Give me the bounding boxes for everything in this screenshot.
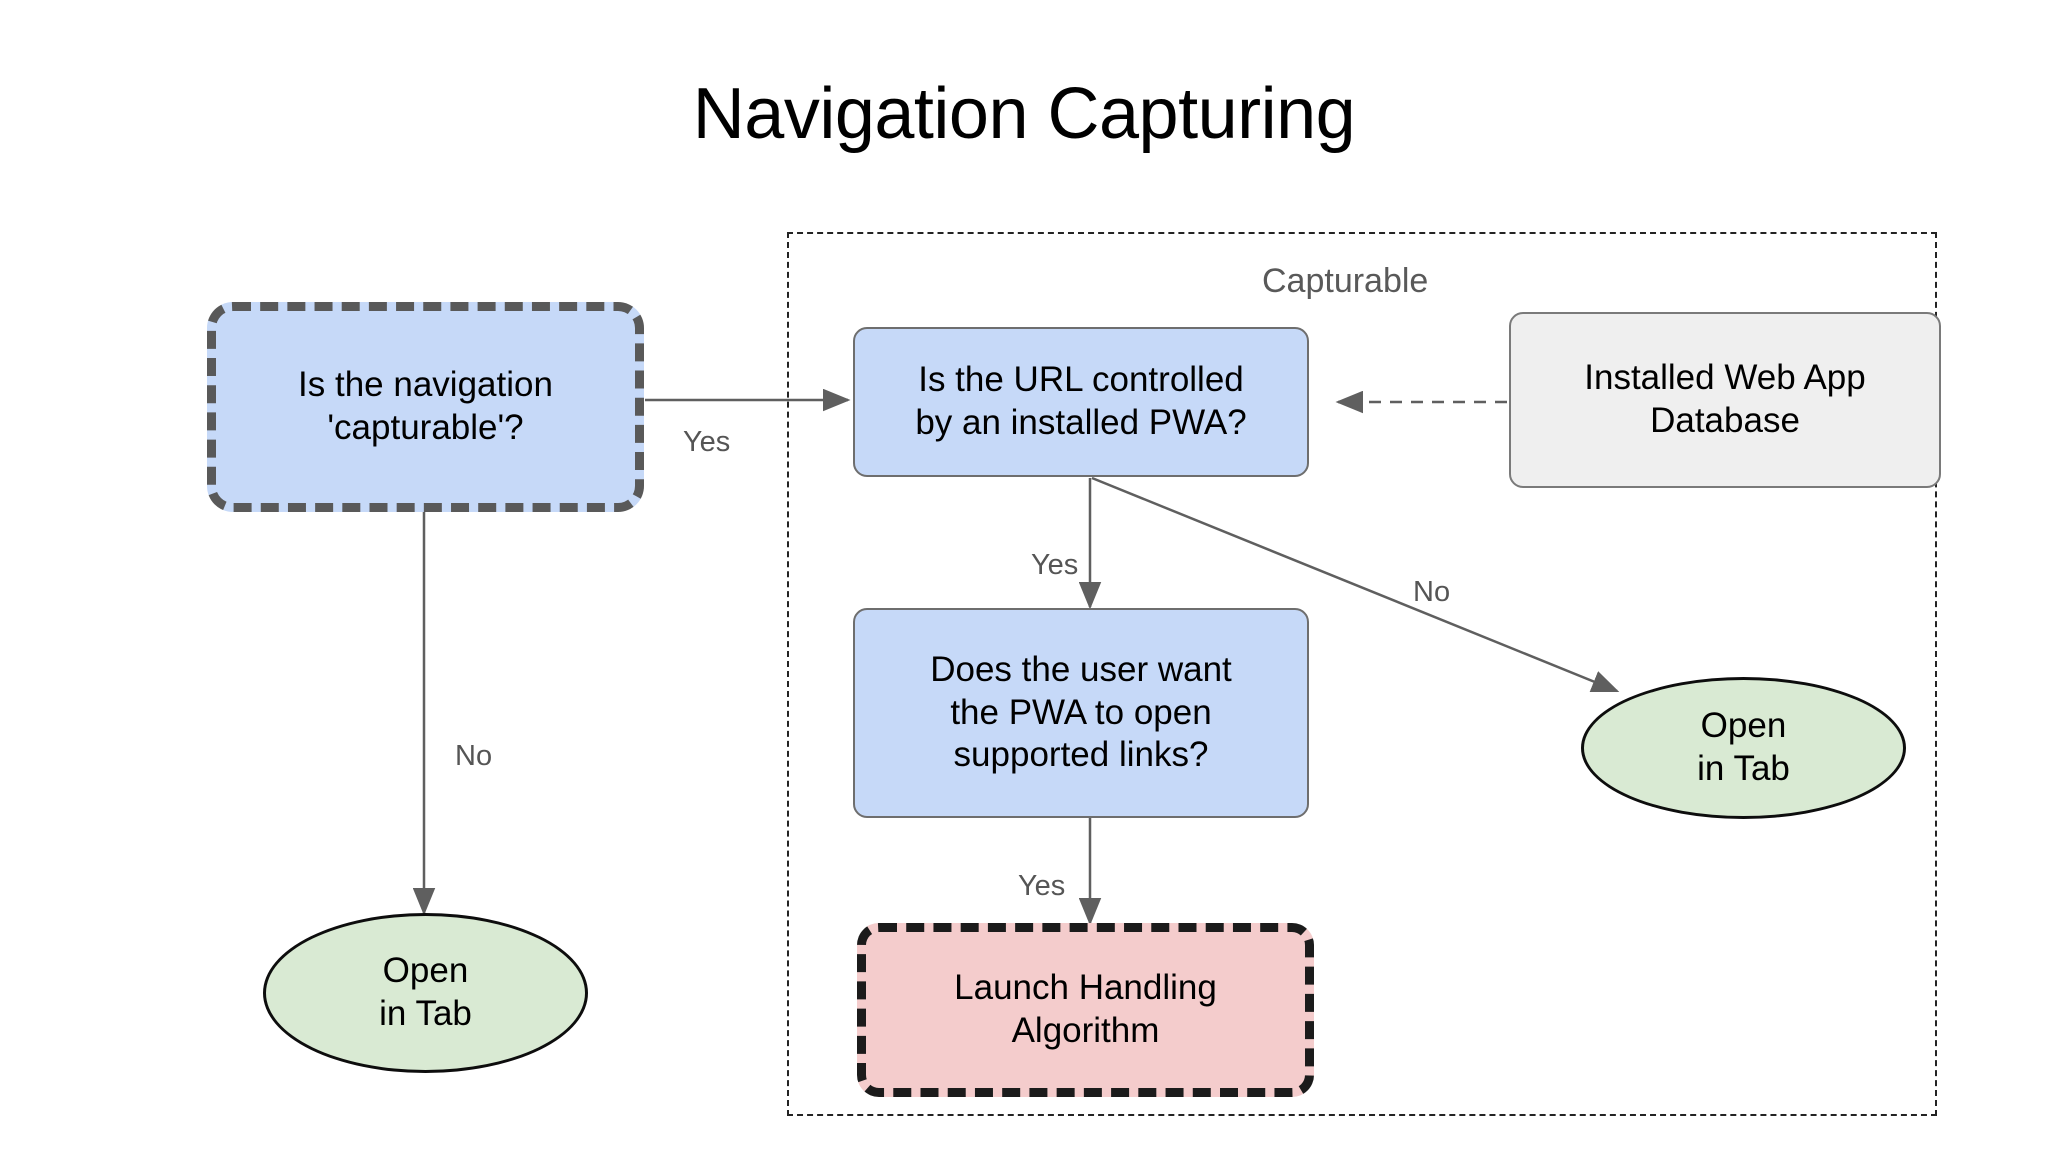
capturable-group-box xyxy=(787,232,1937,1116)
node-is-navigation-capturable[interactable]: Is the navigation 'capturable'? xyxy=(207,302,644,512)
node-open-in-tab-left[interactable]: Open in Tab xyxy=(263,913,588,1073)
node-open-in-tab-right[interactable]: Open in Tab xyxy=(1581,677,1906,819)
edge-label-user-yes: Yes xyxy=(1018,870,1066,902)
edge-label-capturable-yes: Yes xyxy=(683,426,731,458)
node-is-url-controlled-by-pwa[interactable]: Is the URL controlled by an installed PW… xyxy=(853,327,1309,477)
edge-label-url-no: No xyxy=(1413,576,1451,608)
capturable-group-label: Capturable xyxy=(1262,262,1429,300)
node-does-user-want-pwa-open-links[interactable]: Does the user want the PWA to open suppo… xyxy=(853,608,1309,818)
node-launch-handling-algorithm[interactable]: Launch Handling Algorithm xyxy=(857,923,1314,1097)
page-title: Navigation Capturing xyxy=(692,74,1356,154)
node-installed-web-app-database[interactable]: Installed Web App Database xyxy=(1509,312,1941,488)
edge-label-capturable-no: No xyxy=(455,740,493,772)
edge-label-url-yes: Yes xyxy=(1031,549,1079,581)
edge-url-no xyxy=(1091,476,1620,693)
